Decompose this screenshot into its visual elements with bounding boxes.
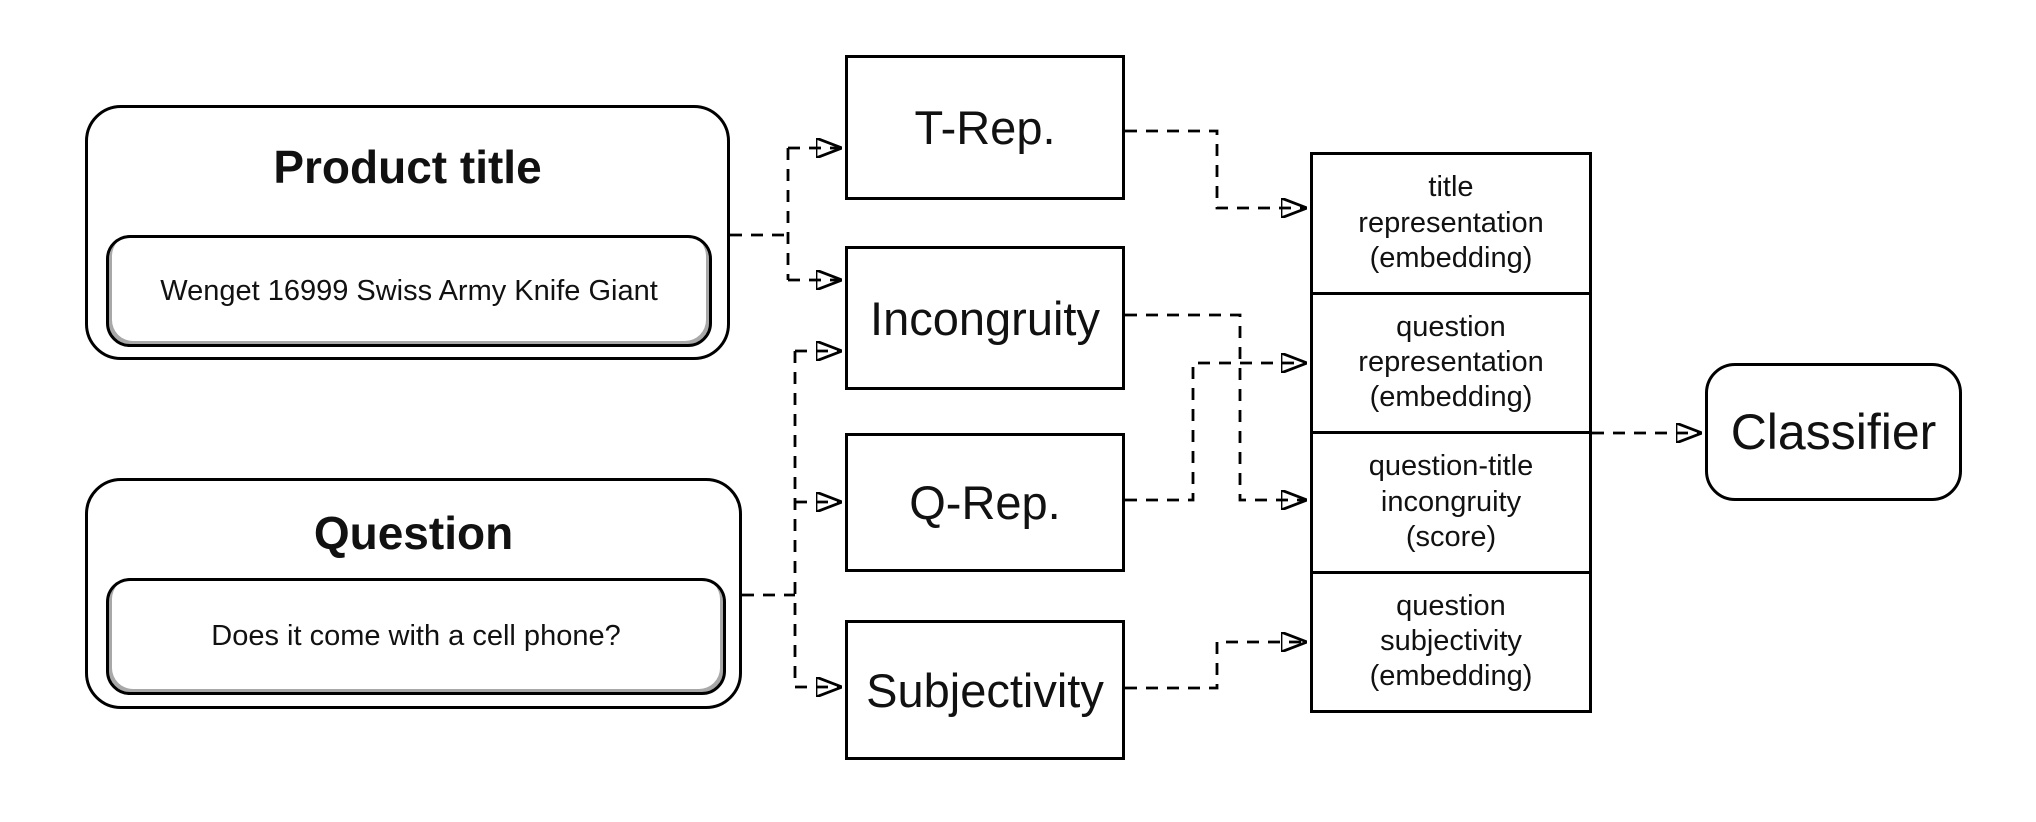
product-title-heading: Product title [273,141,542,193]
module-incongruity-label: Incongruity [870,291,1100,345]
product-title-example: Wenget 16999 Swiss Army Knife Giant [106,235,712,347]
module-subjectivity: Subjectivity [845,620,1125,760]
module-t-rep: T-Rep. [845,55,1125,200]
module-incongruity: Incongruity [845,246,1125,390]
question-box: Question Does it come with a cell phone? [85,478,742,709]
feature-line: representation [1358,346,1544,379]
edge-incongruity-to-incongruity-score [1125,313,1305,500]
edge-t-rep-to-title-representation [1125,129,1305,208]
module-q-rep: Q-Rep. [845,433,1125,572]
feature-cell-question-title-incongruity: question-title incongruity (score) [1313,431,1589,571]
feature-line: question [1396,310,1506,343]
edge-subjectivity-to-question-subjectivity [1125,642,1305,690]
feature-line: representation [1358,206,1544,239]
feature-cell-title-representation: title representation (embedding) [1313,155,1589,292]
feature-cell-question-representation: question representation (embedding) [1313,291,1589,432]
module-t-rep-label: T-Rep. [914,101,1056,154]
feature-line: (embedding) [1369,381,1533,414]
feature-line: (embedding) [1369,660,1533,693]
feature-line: subjectivity [1380,625,1522,658]
feature-line: incongruity [1380,485,1522,518]
classifier-label: Classifier [1730,404,1937,460]
feature-cell-question-subjectivity: question subjectivity (embedding) [1313,570,1589,711]
edge-q-rep-to-question-representation [1125,363,1305,502]
feature-line: (score) [1405,520,1497,553]
feature-line: question-title [1368,450,1534,483]
feature-line: (embedding) [1369,241,1533,274]
feature-line: title [1428,171,1474,204]
question-heading: Question [313,507,514,559]
classifier-box: Classifier [1705,363,1962,501]
product-title-box: Product title Wenget 16999 Swiss Army Kn… [85,105,730,360]
question-example: Does it come with a cell phone? [106,578,726,695]
feature-stack: title representation (embedding) questio… [1310,152,1592,713]
feature-line: question [1396,589,1506,622]
module-q-rep-label: Q-Rep. [909,476,1061,529]
module-subjectivity-label: Subjectivity [866,663,1104,717]
